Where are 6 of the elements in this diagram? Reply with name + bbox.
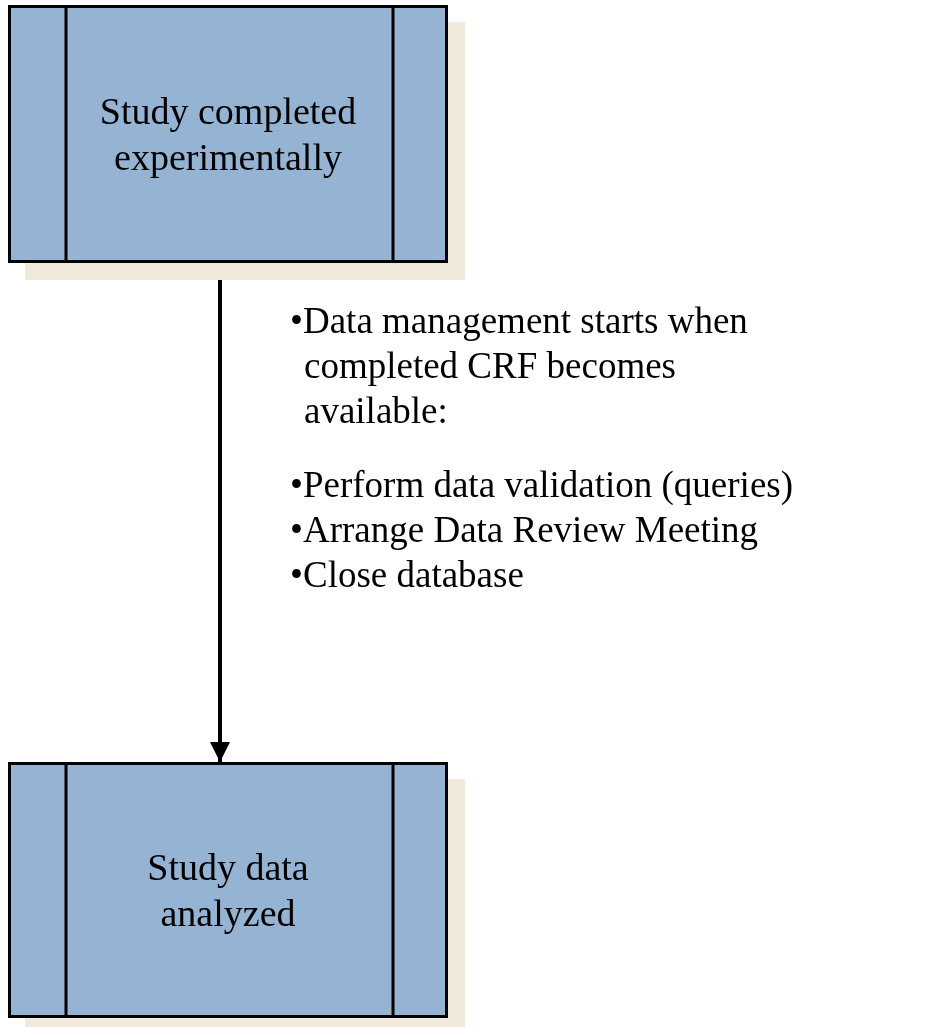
box-label: Study completed experimentally: [98, 88, 358, 180]
box-label: Study data analyzed: [146, 844, 310, 936]
note-text: •Perform data validation (queries): [290, 463, 795, 507]
note-text: •Close database: [290, 553, 525, 597]
note-text: •Data management starts when completed CRF becomes available:: [290, 299, 749, 434]
note-text: •Arrange Data Review Meeting: [290, 508, 760, 552]
